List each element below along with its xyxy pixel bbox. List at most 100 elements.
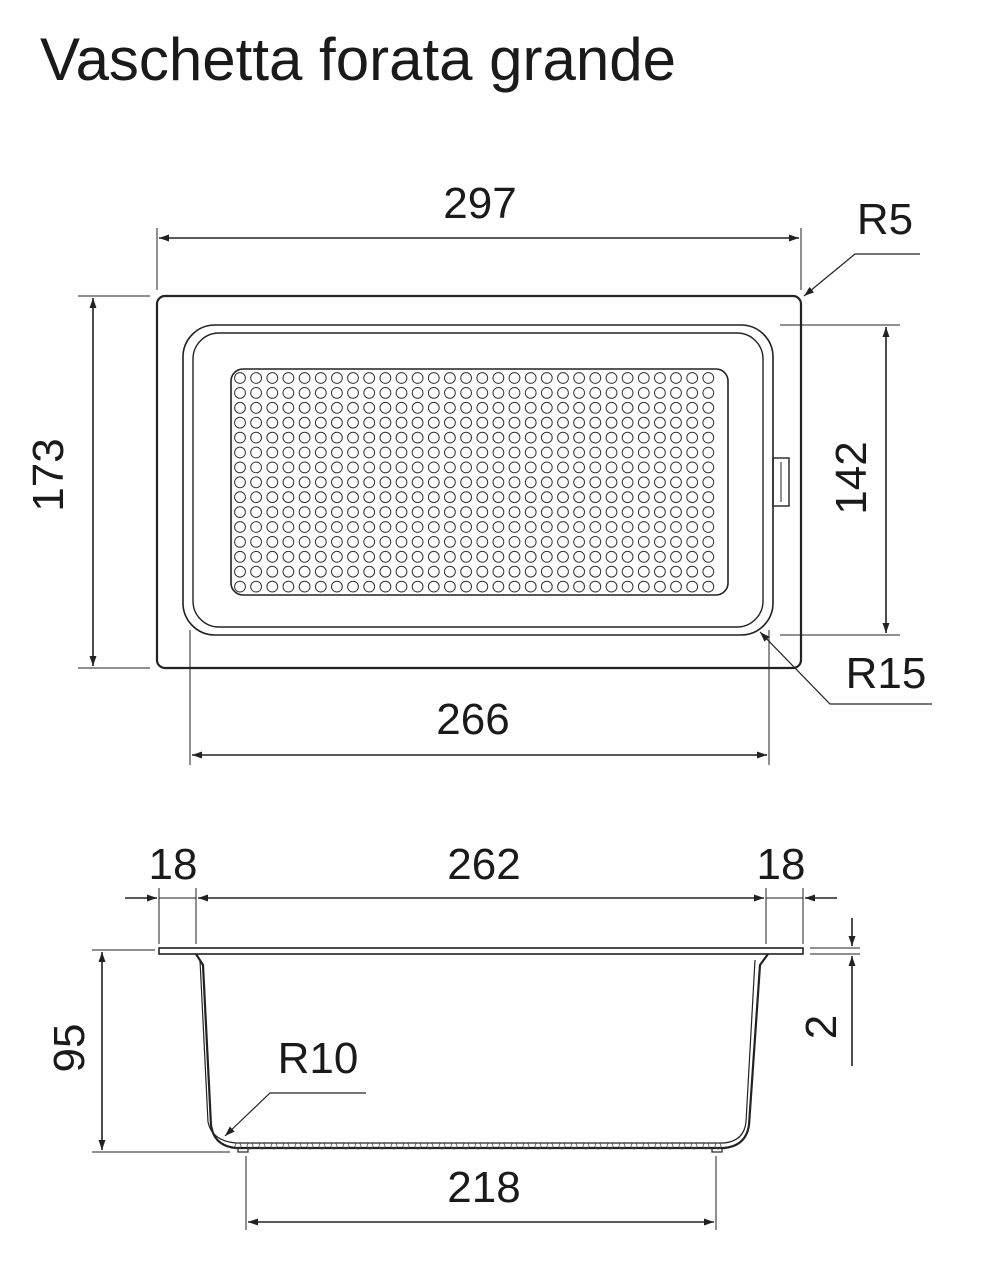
perforation-hole: [540, 491, 553, 504]
perforation-hole: [234, 506, 246, 518]
perforation-hole: [250, 536, 263, 548]
perforation-hole: [250, 416, 263, 429]
perforation-hole: [508, 476, 521, 489]
bottom-hole: [426, 1142, 434, 1150]
perforation-hole: [347, 372, 359, 384]
perforation-hole: [589, 461, 602, 474]
perforation-hole: [686, 401, 699, 414]
perforation-hole: [314, 416, 327, 429]
perforation-hole: [637, 565, 650, 578]
perforation-hole: [282, 550, 295, 563]
perforation-hole: [508, 491, 521, 504]
perforation-hole: [298, 536, 311, 548]
perforation-hole: [476, 565, 489, 578]
perforation-hole: [282, 476, 295, 489]
bottom-hole: [666, 1142, 674, 1150]
perforation-hole: [298, 446, 311, 459]
perforation-hole: [686, 476, 699, 489]
perforation-hole: [427, 550, 440, 563]
perforation-hole: [508, 521, 521, 533]
perforation-hole: [654, 446, 666, 459]
perforation-hole: [331, 461, 343, 474]
perforation-hole: [686, 491, 699, 504]
perforation-hole: [460, 550, 473, 563]
perforation-hole: [379, 550, 392, 563]
bottom-hole: [546, 1142, 554, 1150]
perforation-hole: [508, 401, 521, 414]
perforation-hole: [266, 372, 279, 384]
perforation-hole: [540, 446, 553, 459]
bottom-hole: [486, 1142, 494, 1150]
perforation-hole: [460, 372, 473, 384]
perforation-hole: [411, 446, 424, 459]
perforation-hole: [540, 536, 553, 548]
perforation-hole: [460, 401, 473, 414]
perforation-hole: [282, 387, 295, 399]
perforation-hole: [492, 506, 505, 518]
perforation-hole: [460, 446, 473, 459]
perforation-hole: [605, 521, 618, 533]
perforation-hole: [234, 550, 246, 563]
perforation-hole: [411, 461, 424, 474]
perforation-hole: [282, 461, 295, 474]
perforation-hole: [540, 416, 553, 429]
perforation-hole: [670, 565, 682, 578]
perforation-hole: [411, 401, 424, 414]
perforation-hole: [702, 431, 715, 444]
perforation-hole: [686, 521, 699, 533]
perforation-hole: [686, 565, 699, 578]
perforation-hole: [508, 431, 521, 444]
perforation-hole: [234, 476, 246, 489]
perforation-hole: [250, 446, 263, 459]
perforation-hole: [476, 387, 489, 399]
perforation-hole: [282, 565, 295, 578]
perforation-hole: [524, 387, 537, 399]
perforation-hole: [492, 372, 505, 384]
perforation-hole: [540, 550, 553, 563]
perforation-hole: [266, 401, 279, 414]
perforation-hole: [250, 506, 263, 518]
perforation-hole: [379, 431, 392, 444]
perforation-hole: [670, 431, 682, 444]
perforation-hole: [331, 372, 343, 384]
perforation-hole: [557, 550, 569, 563]
bottom-hole: [234, 1142, 242, 1150]
perforation-hole: [363, 536, 376, 548]
radius-bottom-label: R10: [278, 1034, 359, 1083]
perforation-hole: [347, 536, 359, 548]
perforation-hole: [314, 401, 327, 414]
perforation-hole: [621, 491, 634, 504]
perforation-hole: [508, 550, 521, 563]
perforation-hole: [460, 506, 473, 518]
perforation-hole: [670, 372, 682, 384]
perforation-hole: [298, 550, 311, 563]
perforation-hole: [250, 521, 263, 533]
perforation-hole: [331, 476, 343, 489]
perforation-hole: [557, 521, 569, 533]
perforation-hole: [524, 580, 537, 593]
perforation-hole: [331, 491, 343, 504]
perforation-hole: [266, 506, 279, 518]
perforation-hole: [266, 431, 279, 444]
perforation-hole: [331, 536, 343, 548]
perforation-hole: [621, 536, 634, 548]
perforation-hole: [363, 372, 376, 384]
perforation-hole: [686, 387, 699, 399]
perforation-hole: [298, 565, 311, 578]
perforation-hole: [411, 550, 424, 563]
perforation-hole: [702, 580, 715, 593]
perforation-hole: [444, 387, 456, 399]
perforation-hole: [637, 476, 650, 489]
bottom-hole: [606, 1142, 614, 1150]
bottom-hole: [642, 1142, 650, 1150]
perforation-hole: [427, 491, 440, 504]
perforation-hole: [266, 580, 279, 593]
perforation-hole: [476, 401, 489, 414]
perforation-hole: [347, 416, 359, 429]
perforation-hole: [363, 521, 376, 533]
perforation-hole: [331, 550, 343, 563]
perforation-hole: [347, 550, 359, 563]
perforation-hole: [621, 580, 634, 593]
perforation-hole: [314, 461, 327, 474]
perforation-hole: [589, 550, 602, 563]
